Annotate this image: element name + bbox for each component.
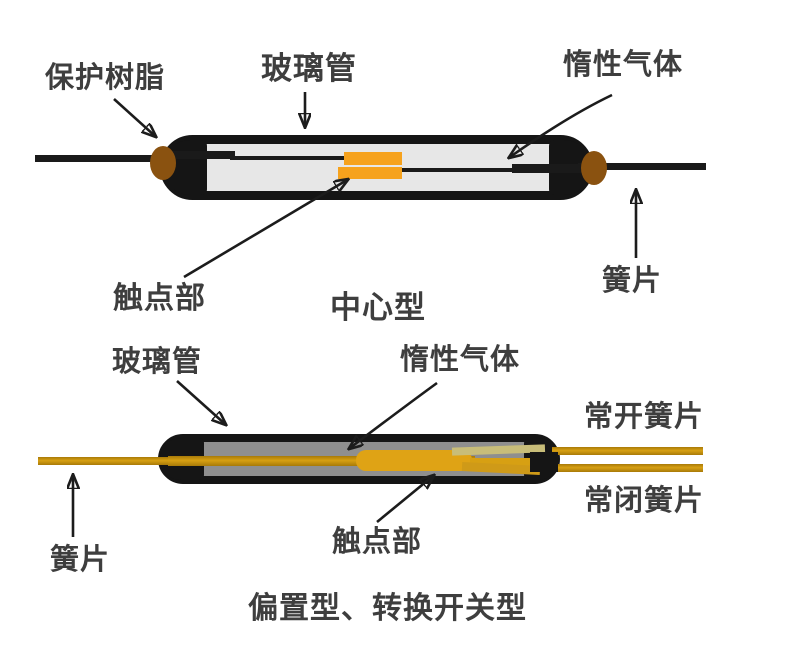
bottom-contact-blob xyxy=(356,450,472,471)
label-contact-part-bottom: 触点部 xyxy=(332,526,423,558)
bottom-right-cap-separator xyxy=(530,452,558,472)
label-protective-resin: 保护树脂 xyxy=(45,62,166,94)
top-right-reed-thin xyxy=(402,168,515,172)
top-right-resin-bead xyxy=(581,151,607,185)
label-inert-gas-top: 惰性气体 xyxy=(563,49,684,81)
top-right-reed-thick xyxy=(512,164,585,173)
label-inert-gas-bottom: 惰性气体 xyxy=(400,344,521,376)
normally-closed-lead-wire xyxy=(552,464,703,472)
arrow-top-contact-part xyxy=(183,180,347,279)
bottom-reed-main xyxy=(168,456,475,466)
label-contact-part-top: 触点部 xyxy=(113,282,206,315)
arrow-top-protective-resin xyxy=(113,98,155,136)
label-normally-open-reed: 常开簧片 xyxy=(584,401,705,433)
top-left-reed-thin xyxy=(230,156,398,160)
top-right-lead-wire xyxy=(578,163,706,170)
label-glass-tube-top: 玻璃管 xyxy=(261,51,357,86)
bottom-reed-continuation xyxy=(470,458,536,466)
caption-biased-changeover-type: 偏置型、转换开关型 xyxy=(248,592,527,625)
top-contact-lower-bar xyxy=(338,167,402,179)
normally-open-lead-wire xyxy=(552,447,703,455)
label-glass-tube-bottom: 玻璃管 xyxy=(112,346,203,378)
caption-center-type: 中心型 xyxy=(330,290,426,325)
top-contact-upper-bar xyxy=(344,152,402,165)
arrow-bottom-contact-part xyxy=(376,476,433,524)
top-left-resin-bead xyxy=(150,146,176,180)
arrow-bottom-glass-tube xyxy=(176,380,225,424)
label-reed-bottom: 簧片 xyxy=(50,544,111,576)
arrow-bottom-inert-gas xyxy=(350,381,438,448)
top-left-reed-thick xyxy=(172,151,235,159)
top-left-lead-wire xyxy=(35,155,176,162)
bottom-left-lead-wire xyxy=(38,457,170,465)
arrow-top-inert-gas xyxy=(510,93,613,157)
label-normally-closed-reed: 常闭簧片 xyxy=(584,485,705,517)
label-reed-top: 簧片 xyxy=(602,265,663,297)
